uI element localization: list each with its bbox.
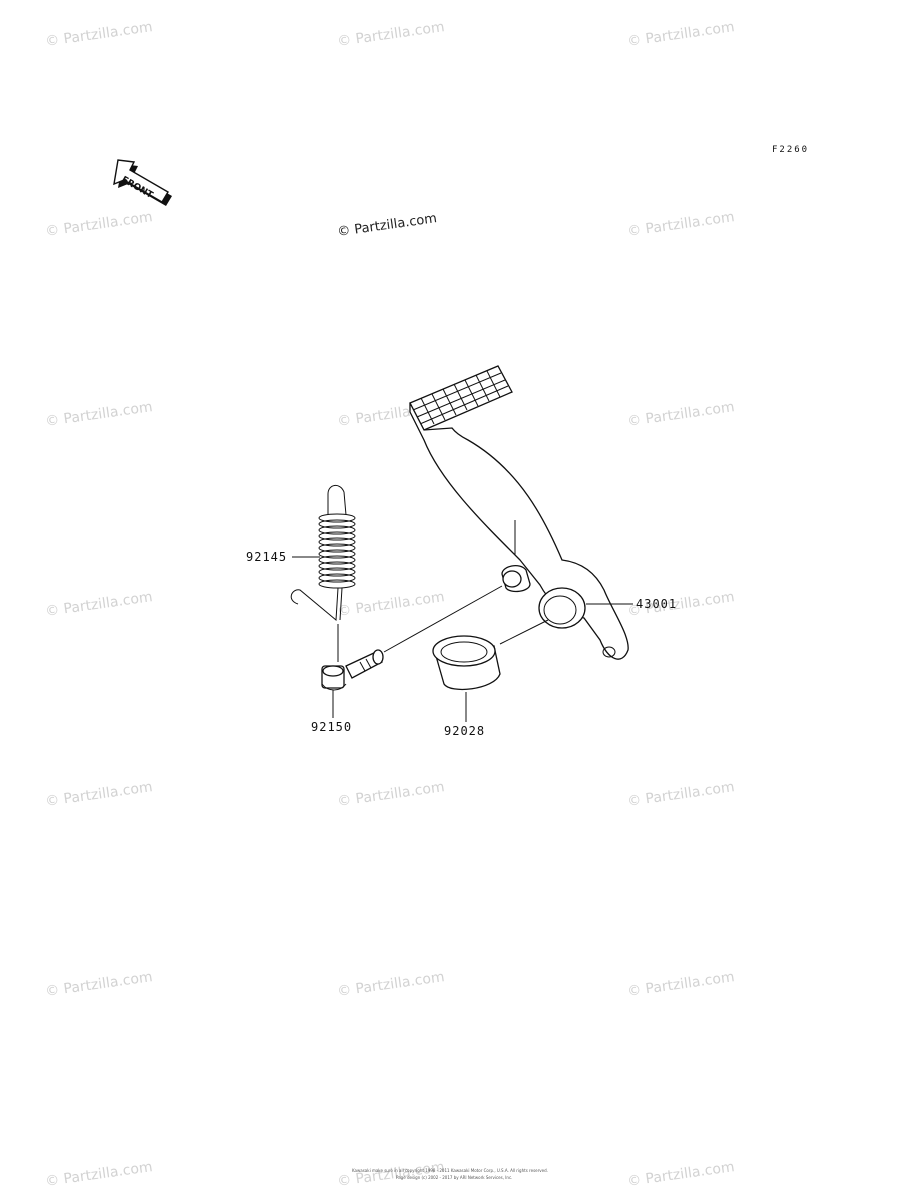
watermark: © Partzilla.com <box>44 969 153 1000</box>
leader-lines <box>292 556 633 722</box>
part-label-43001[interactable]: 43001 <box>636 597 677 611</box>
watermark: © Partzilla.com <box>336 19 445 50</box>
watermark: © Partzilla.com <box>626 209 735 240</box>
brake-pedal <box>409 365 629 660</box>
watermark: © Partzilla.com <box>626 19 735 50</box>
watermark: © Partzilla.com <box>626 969 735 1000</box>
watermark: © Partzilla.com <box>336 589 445 620</box>
watermark: © Partzilla.com <box>626 779 735 810</box>
watermark-main: © Partzilla.com <box>336 211 437 240</box>
front-arrow-icon: FRONT <box>113 159 172 206</box>
watermark: © Partzilla.com <box>626 1159 735 1190</box>
copyright-line-1: Kawasaki make sure in all copyright 1998… <box>352 1168 548 1173</box>
watermark: © Partzilla.com <box>44 589 153 620</box>
part-label-92150[interactable]: 92150 <box>311 720 352 734</box>
watermark: © Partzilla.com <box>336 779 445 810</box>
watermark: © Partzilla.com <box>44 209 153 240</box>
watermark: © Partzilla.com <box>44 779 153 810</box>
watermark: © Partzilla.com <box>626 399 735 430</box>
pedal-bushing <box>432 635 501 691</box>
assembly-lines <box>337 585 549 662</box>
diagram-code: F2260 <box>772 145 809 155</box>
pivot-bolt <box>321 649 384 691</box>
watermark: © Partzilla.com <box>44 399 153 430</box>
watermark: © Partzilla.com <box>336 969 445 1000</box>
part-label-92028[interactable]: 92028 <box>444 724 485 738</box>
watermark: © Partzilla.com <box>44 1159 153 1190</box>
part-label-92145[interactable]: 92145 <box>246 550 287 564</box>
copyright-line-2: Page design (c) 2002 - 2017 by ARI Netwo… <box>396 1175 512 1180</box>
return-spring <box>290 485 356 622</box>
watermark: © Partzilla.com <box>44 19 153 50</box>
